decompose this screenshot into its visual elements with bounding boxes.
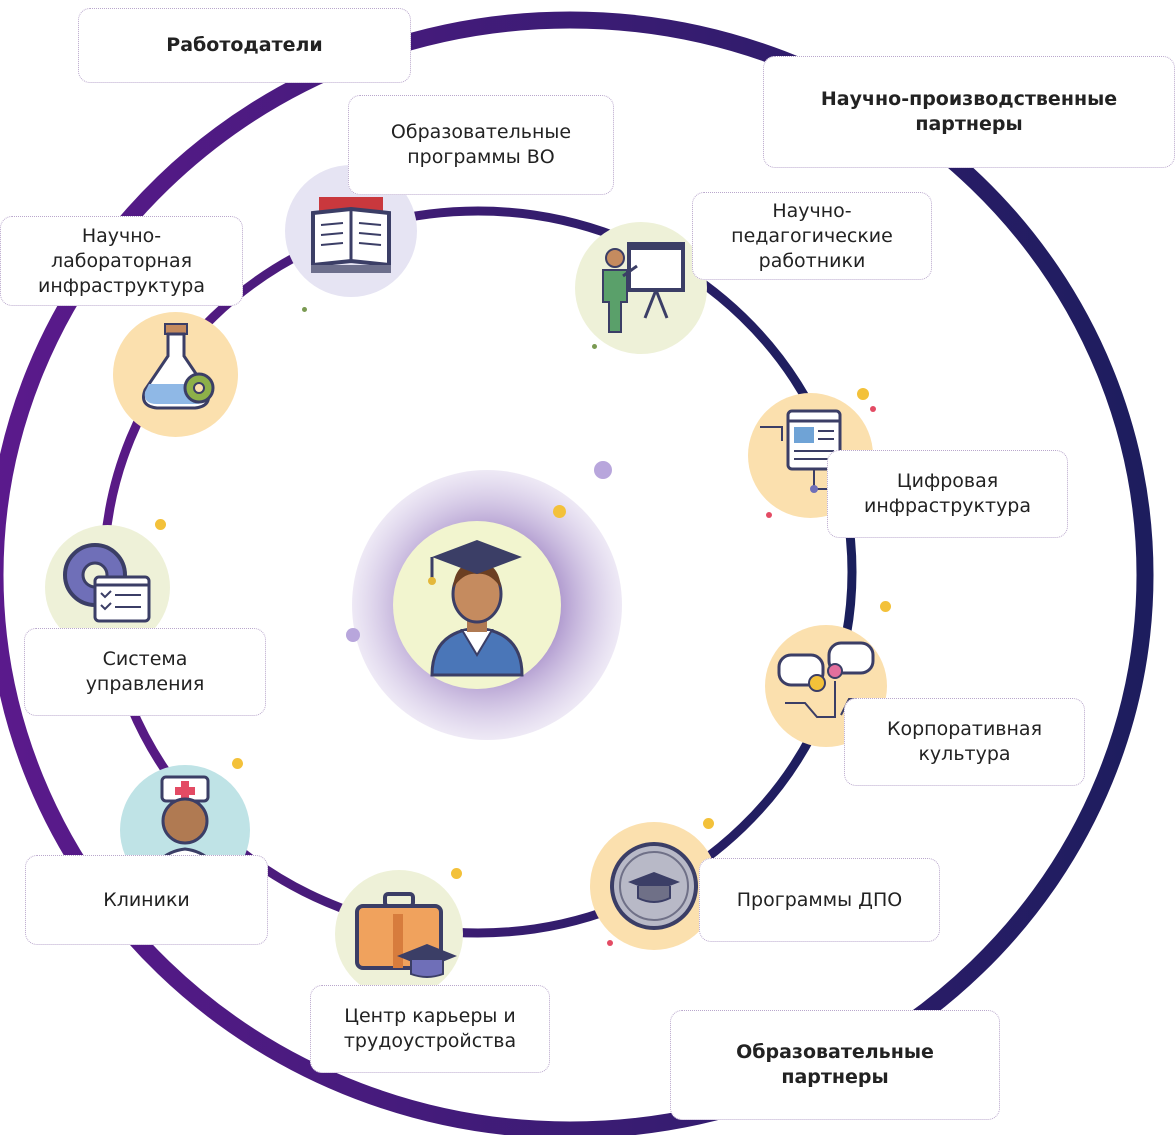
lab-infrastructure-text: Научно- лабораторная инфраструктура — [37, 224, 206, 297]
dpo-programs-label: Программы ДПО — [699, 858, 940, 942]
decor-dot — [155, 519, 166, 530]
gear-checklist-icon — [45, 525, 170, 650]
decor-dot — [232, 758, 243, 769]
education-partners-label: Образовательные партнеры — [670, 1010, 1000, 1120]
decor-dot — [451, 868, 462, 879]
decor-dot — [880, 601, 891, 612]
education-programs-text: Образовательные программы ВО — [390, 121, 572, 168]
employers-label: Работодатели — [78, 8, 411, 83]
teacher-presentation-icon — [575, 222, 707, 354]
research-partners-text: Научно-производственные партнеры — [820, 88, 1118, 135]
education-partners-text: Образовательные партнеры — [736, 1041, 934, 1088]
career-center-label: Центр карьеры и трудоустройства — [310, 985, 550, 1073]
employers-text: Работодатели — [166, 34, 323, 56]
corporate-culture-text: Корпоративная культура — [886, 718, 1043, 765]
clinics-label: Клиники — [25, 855, 268, 945]
graduate-student-icon — [428, 540, 524, 677]
management-system-label: Система управления — [24, 628, 266, 716]
outer-ring — [0, 11, 1154, 1135]
digital-infrastructure-text: Цифровая инфраструктура — [863, 470, 1032, 517]
decor-dot — [703, 818, 714, 829]
briefcase-cap-icon — [335, 870, 463, 998]
flask-gear-icon — [113, 312, 238, 437]
decor-dot — [607, 940, 613, 946]
graduation-cap-badge-icon — [590, 822, 718, 950]
decor-dot — [592, 344, 597, 349]
research-staff-text: Научно- педагогические работники — [731, 199, 893, 272]
decor-dot — [346, 628, 360, 642]
decor-dot — [766, 512, 772, 518]
decor-dot — [553, 505, 566, 518]
dpo-programs-text: Программы ДПО — [736, 888, 903, 911]
management-system-text: Система управления — [85, 648, 205, 695]
digital-infrastructure-label: Цифровая инфраструктура — [827, 450, 1068, 538]
corporate-culture-label: Корпоративная культура — [844, 698, 1085, 786]
career-center-text: Центр карьеры и трудоустройства — [343, 1005, 517, 1052]
research-staff-label: Научно- педагогические работники — [692, 192, 932, 280]
decor-dot — [302, 307, 307, 312]
clinics-text: Клиники — [103, 888, 190, 911]
education-programs-label: Образовательные программы ВО — [348, 95, 614, 195]
decor-dot — [857, 388, 869, 400]
lab-infrastructure-label: Научно- лабораторная инфраструктура — [0, 216, 243, 306]
decor-dot — [594, 461, 612, 479]
decor-dot — [870, 406, 876, 412]
chat-bubbles-icon — [765, 625, 887, 747]
research-partners-label: Научно-производственные партнеры — [763, 56, 1175, 168]
